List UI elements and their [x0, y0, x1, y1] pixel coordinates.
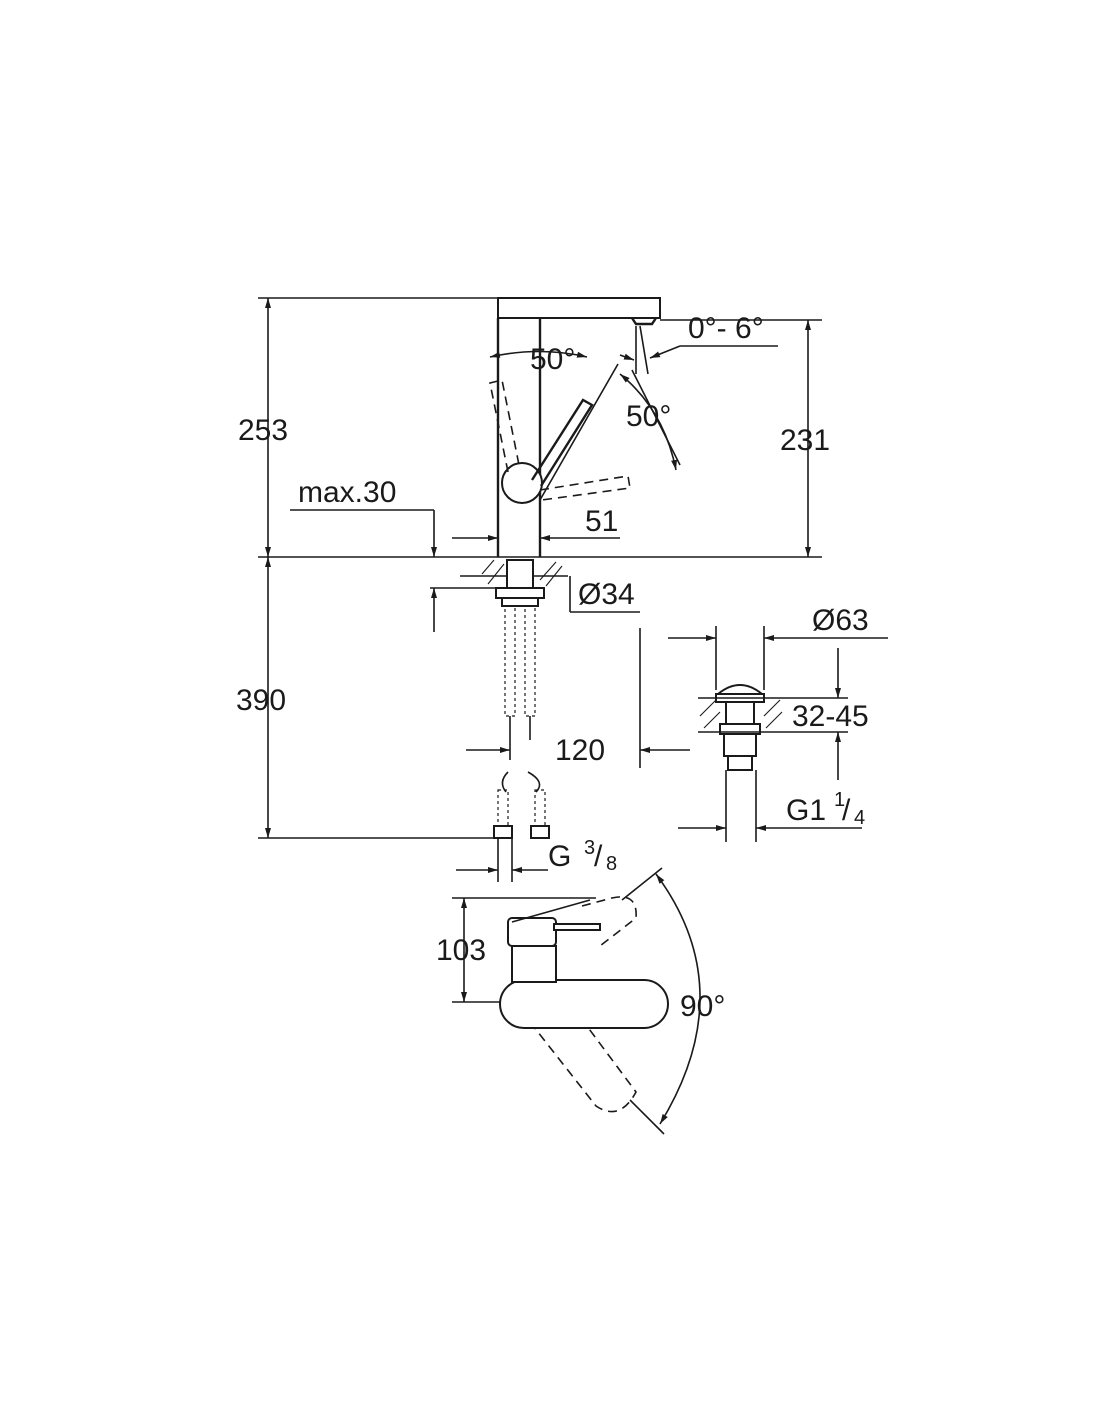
- dim-390: 390: [236, 557, 494, 839]
- lever-angle-side-label: 50°: [626, 400, 671, 433]
- dim-32-45: 32-45: [792, 648, 869, 780]
- aerator: [631, 317, 657, 326]
- dim-max30: max.30: [290, 476, 437, 632]
- fixing-nut: [495, 587, 545, 599]
- dim-231: 231: [780, 320, 830, 557]
- spout-top: [499, 979, 669, 1029]
- deck-thickness-label: max.30: [298, 476, 396, 509]
- hose-spacing-label: 120: [555, 734, 605, 767]
- lever-dashed-left: [489, 379, 521, 473]
- hose-nut-right: [530, 825, 550, 839]
- faucet-elevation: [489, 297, 661, 557]
- dim-103: 103: [436, 897, 596, 1003]
- dim-d34: Ø34: [569, 576, 640, 613]
- supply-hoses: [493, 605, 550, 839]
- lever-height-label: 103: [436, 934, 486, 967]
- height-spout-label: 231: [780, 424, 830, 457]
- lever-dashed-right: [539, 475, 631, 501]
- top-view: [499, 896, 669, 1113]
- side-angle-ray: [631, 369, 681, 466]
- hose-break-left: [501, 771, 509, 793]
- waste-cap: [715, 684, 765, 695]
- hose-thread-slash: /: [594, 840, 603, 873]
- dim-120: 120: [466, 734, 605, 767]
- spout-arm: [497, 297, 661, 319]
- tilt-arrow-right: [649, 345, 681, 359]
- waste-thread-label: G1: [786, 794, 826, 827]
- lever-head-top: [507, 917, 557, 947]
- waste-diameter-label: Ø63: [812, 604, 869, 637]
- lever-top-ray: [511, 899, 591, 923]
- waste-thread-numerator: 1: [834, 789, 845, 811]
- hose-end-right: [534, 789, 546, 827]
- waste-range-label: 32-45: [792, 700, 869, 733]
- hose-thread-label: G: [548, 840, 571, 873]
- hose-break-right: [527, 771, 541, 793]
- hose-thread-numerator: 3: [584, 837, 595, 859]
- tilt-ray: [639, 325, 649, 375]
- hose-nut-left: [493, 825, 513, 839]
- waste-valve: [698, 684, 848, 771]
- hose-left: [504, 605, 516, 717]
- swivel-arc: [655, 873, 701, 1125]
- hose-length-label: 390: [236, 684, 286, 717]
- lever-angle-front-label: 50°: [530, 343, 575, 376]
- dim-g114: G1 1 / 4: [678, 770, 865, 842]
- dim-g38: G 3 / 8: [456, 837, 617, 882]
- hole-diameter-label: Ø34: [578, 578, 635, 611]
- waste-thread-slash: /: [842, 794, 851, 827]
- hose-end-left: [497, 789, 509, 827]
- fixing-washer: [501, 597, 539, 607]
- deck-section: [430, 559, 568, 607]
- spout-swivel-dashed: [529, 1005, 637, 1113]
- lever-solid: [530, 398, 594, 487]
- swivel-angle-label: 90°: [680, 990, 725, 1023]
- tilt-arrow-left: [619, 353, 635, 361]
- lever-angle-annotations: 50° 50° 0°- 6°: [489, 312, 778, 471]
- hose-right: [524, 605, 536, 717]
- dim-253: 253: [238, 298, 288, 557]
- lever-stick-top: [553, 923, 601, 931]
- shank: [506, 559, 534, 589]
- dim-d63: Ø63: [668, 604, 888, 690]
- lever-swivel-dashed: [581, 896, 637, 947]
- body-diameter-label: 51: [585, 505, 618, 538]
- dim-51: 51: [452, 505, 620, 541]
- body-top: [511, 945, 557, 983]
- lever-centerline: [539, 363, 619, 501]
- spout-tilt-label: 0°- 6°: [688, 312, 764, 345]
- height-total-label: 253: [238, 414, 288, 447]
- angle-arc-front: [489, 350, 588, 358]
- hose-thread-denominator: 8: [606, 853, 617, 875]
- dim-90: 90°: [621, 867, 725, 1135]
- waste-thread-denominator: 4: [854, 807, 865, 829]
